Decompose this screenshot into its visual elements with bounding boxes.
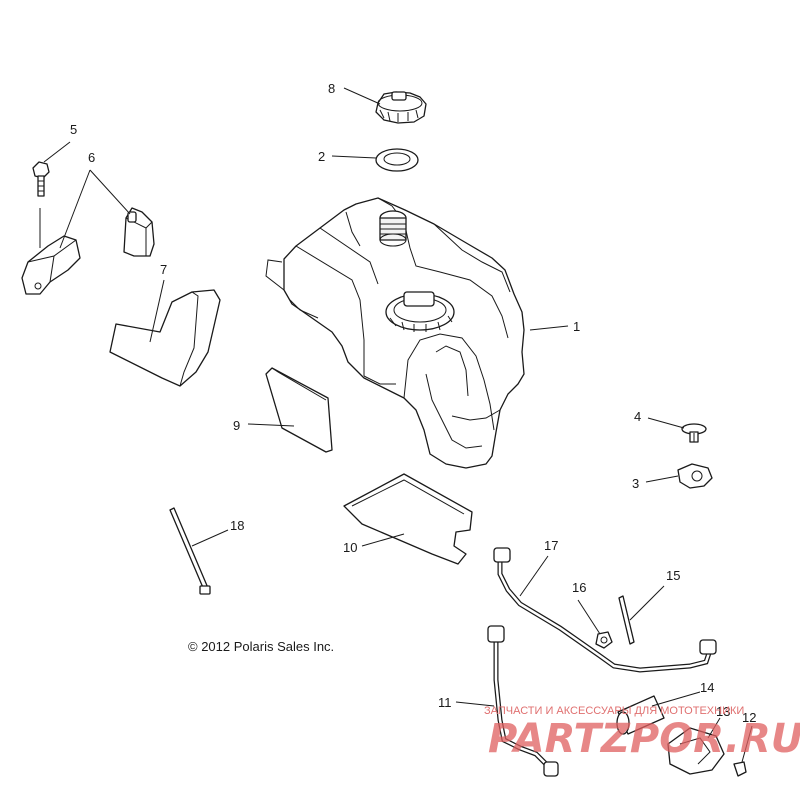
watermark: ЗАПЧАСТИ И АКСЕССУАРЫ ДЛЯ МОТОТЕХНИКИ PA… (484, 705, 800, 762)
callout-16: 16 (572, 580, 586, 595)
callout-18: 18 (230, 518, 244, 533)
fuel-line-part-17 (493, 547, 717, 673)
gasket-ring-part-2 (375, 148, 419, 172)
watermark-text: ЗАПЧАСТИ И АКСЕССУАРЫ ДЛЯ МОТОТЕХНИКИ (484, 705, 744, 717)
callout-5: 5 (70, 122, 77, 137)
copyright-notice: © 2012 Polaris Sales Inc. (188, 639, 334, 654)
bracket-part-13 (667, 727, 725, 775)
callout-11: 11 (438, 695, 452, 710)
watermark-logo: PARTZPOR.RU (488, 716, 800, 762)
callout-14: 14 (700, 680, 714, 695)
strap-part-15 (618, 595, 635, 645)
clip-part-12 (733, 761, 747, 777)
pad-part-10 (343, 473, 473, 565)
callout-12: 12 (742, 710, 756, 725)
callout-9: 9 (233, 418, 240, 433)
pad-part-7 (109, 289, 221, 387)
fuel-cap-part-8 (375, 91, 427, 124)
callout-2: 2 (318, 149, 325, 164)
clip-part-3 (677, 463, 713, 489)
pad-part-9 (265, 367, 333, 453)
callout-7: 7 (160, 262, 167, 277)
callout-3: 3 (632, 476, 639, 491)
callout-13: 13 (716, 704, 730, 719)
bracket-part-6 (21, 207, 155, 295)
callout-4: 4 (634, 409, 641, 424)
leader-lines (39, 87, 753, 763)
callout-15: 15 (666, 568, 680, 583)
callout-17: 17 (544, 538, 558, 553)
grommet-part-16 (595, 631, 613, 649)
callout-6: 6 (88, 150, 95, 165)
callout-1: 1 (573, 319, 580, 334)
strap-part-18 (169, 507, 211, 595)
callout-10: 10 (343, 540, 357, 555)
fuel-line-part-11 (487, 625, 559, 777)
bolt-part-5 (32, 161, 50, 197)
callout-8: 8 (328, 81, 335, 96)
fuel-tank-part-1 (265, 197, 525, 469)
rivet-part-4 (681, 423, 707, 443)
